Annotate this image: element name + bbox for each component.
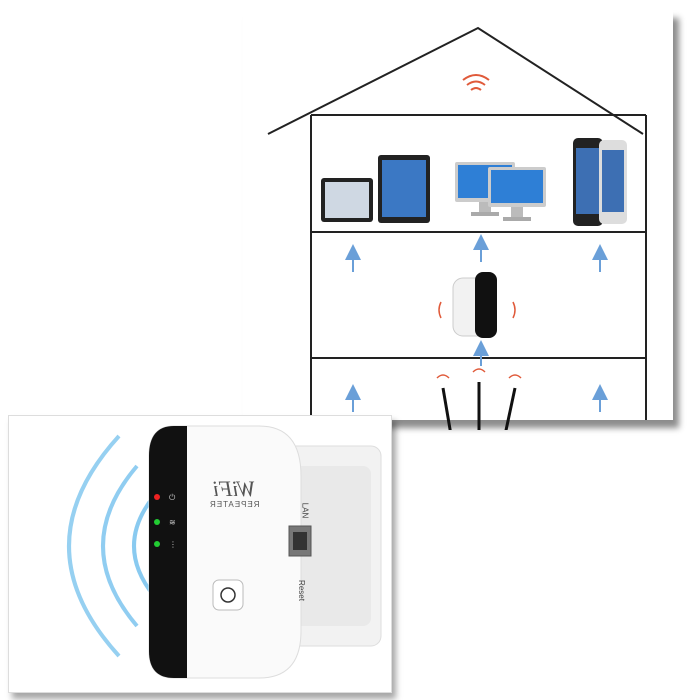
wifi-icon: ≋ [169,518,176,527]
wifi-signal-icon [462,74,490,91]
router-device [436,368,522,430]
desktop-monitors [455,162,546,221]
wps-button-icon [220,587,236,603]
wps-button [212,579,244,611]
power-icon: ⏻ [169,493,176,502]
repeater-device-small [438,272,516,338]
smartphones [573,138,627,226]
wps-led [154,541,160,547]
house-diagram [267,26,647,430]
reset-label: Reset [296,580,306,601]
house-roof [267,26,644,135]
lan-port-label: LAN [300,502,310,519]
repeater-front-panel [149,426,187,678]
wifi-led [154,519,160,525]
wall-outlet [293,466,371,626]
tablet-devices [321,155,430,223]
repeater-product-photo: ⏻ ≋ ⋮ WiFi REPEATER LAN Reset [8,415,392,693]
power-led [154,494,160,500]
repeater-illustration: ⏻ ≋ ⋮ [67,425,382,679]
brand-label: WiFi REPEATER [209,476,260,509]
brand-repeater-text: REPEATER [209,500,260,509]
repeater-signal-waves [67,434,156,658]
wps-icon: ⋮ [169,540,177,549]
brand-wifi-text: WiFi [212,476,256,501]
